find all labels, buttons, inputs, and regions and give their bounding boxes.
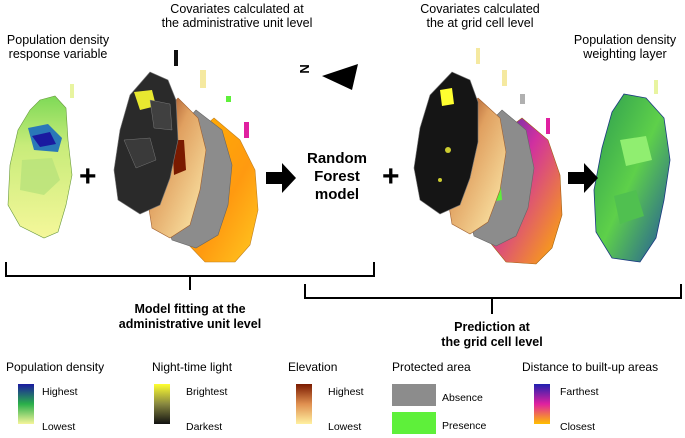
legend-elevation-low: Lowest: [328, 421, 362, 433]
label-cov-admin: Covariates calculated at the administrat…: [150, 2, 324, 30]
legend-elevation-high: Highest: [328, 386, 364, 398]
random-forest-model-label: Random Forest model: [296, 150, 378, 204]
legend-distance-gradient: [534, 384, 550, 424]
admin-nightlight-map: [113, 50, 179, 215]
model-line2: Forest: [314, 168, 360, 185]
legend-distance-high: Farthest: [560, 386, 599, 398]
label-pop-weighting-line1: Population density: [573, 33, 677, 47]
label-pop-weighting-line2: weighting layer: [583, 47, 667, 61]
legend-night-low: Darkest: [186, 421, 223, 433]
legend-distance-low: Closest: [560, 421, 596, 433]
label-model-fitting: Model fitting at the administrative unit…: [110, 302, 270, 332]
legend-protected-absence: Absence: [442, 392, 483, 404]
legend-population-high: Highest: [42, 386, 78, 398]
label-prediction-line2: the grid cell level: [441, 335, 543, 349]
label-cov-admin-line2: the administrative unit level: [161, 16, 313, 30]
north-arrow-triangle: [322, 64, 358, 90]
label-pop-weighting: Population density weighting layer: [568, 33, 682, 61]
arrow-to-model: [266, 163, 296, 193]
legend-protected-title: Protected area: [392, 360, 471, 374]
legend-distance-title: Distance to built-up areas: [522, 360, 659, 374]
legend-elevation-gradient: [296, 384, 312, 424]
legend-elevation-title: Elevation: [288, 360, 338, 374]
legend-population-gradient: [18, 384, 34, 424]
legend-night-title: Night-time light: [152, 360, 233, 374]
label-cov-admin-line1: Covariates calculated at: [170, 2, 304, 16]
model-line3: model: [314, 186, 360, 203]
grid-nightlight-map: [413, 48, 480, 215]
grid-islands: [502, 70, 550, 134]
label-cov-grid-line1: Covariates calculated: [420, 2, 540, 16]
legend-night-gradient: [154, 384, 170, 424]
legend-population-title: Population density: [6, 360, 105, 374]
label-model-fitting-line2: administrative unit level: [118, 317, 262, 331]
legend-protected-presence: Presence: [442, 420, 487, 432]
label-prediction-line1: Prediction at: [454, 320, 530, 334]
arrow-to-weighting: [568, 163, 598, 193]
plus-sign-right: +: [382, 160, 400, 193]
model-line1: Random: [307, 150, 367, 167]
legend-population-low: Lowest: [42, 421, 76, 433]
plus-sign-left: +: [79, 160, 97, 193]
admin-islands: [200, 70, 249, 138]
legend-protected-absence-swatch: [392, 384, 436, 406]
population-response-map: [7, 84, 74, 239]
label-prediction: Prediction at the grid cell level: [426, 320, 558, 350]
legend-protected-presence-swatch: [392, 412, 436, 434]
label-pop-response: Population density response variable: [2, 33, 114, 61]
label-pop-response-line1: Population density: [6, 33, 110, 47]
label-cov-grid: Covariates calculated the at grid cell l…: [408, 2, 552, 30]
bracket-prediction: [304, 284, 682, 314]
label-model-fitting-line1: Model fitting at the: [134, 302, 246, 316]
label-pop-response-line2: response variable: [8, 47, 108, 61]
north-label: N: [297, 64, 312, 74]
population-weighting-map: [593, 80, 671, 263]
bracket-model-fitting: [5, 262, 375, 290]
label-cov-grid-line2: the at grid cell level: [426, 16, 534, 30]
legend-night-high: Brightest: [186, 386, 228, 398]
